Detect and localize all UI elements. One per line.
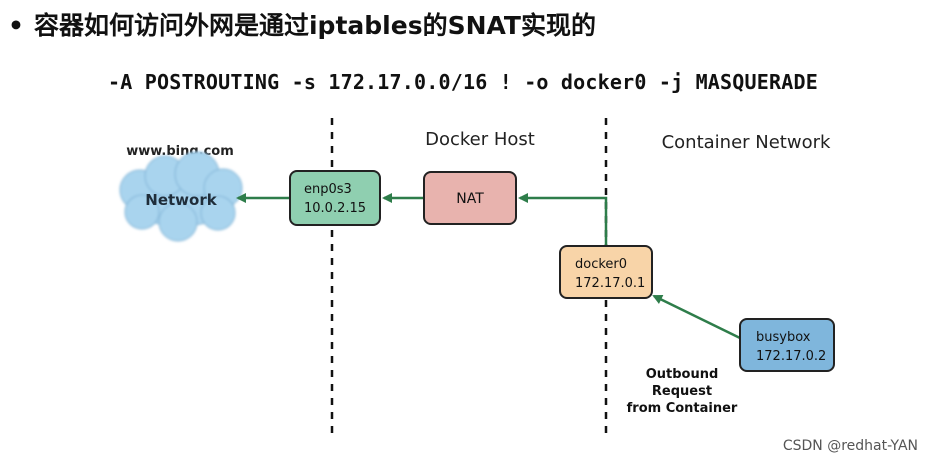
bullet: • xyxy=(8,11,24,40)
node-nat: NAT xyxy=(423,171,517,225)
iptables-command: -A POSTROUTING -s 172.17.0.0/16 ! -o doc… xyxy=(108,70,818,94)
watermark: CSDN @redhat-YAN xyxy=(782,438,918,454)
outbound-request-label: Outbound Request from Container xyxy=(627,367,738,416)
docker0-ip: 172.17.0.1 xyxy=(575,276,645,291)
container-network-label: Container Network xyxy=(662,132,831,153)
outbound-line-3: from Container xyxy=(627,401,738,416)
docker-host-label: Docker Host xyxy=(425,129,535,150)
arrow-docker0-to-nat xyxy=(518,193,608,246)
enp0s3-name: enp0s3 xyxy=(304,182,352,197)
busybox-name: busybox xyxy=(756,330,811,345)
docker0-name: docker0 xyxy=(575,257,627,272)
arrow-busybox-to-docker0 xyxy=(652,294,741,340)
network-cloud-icon: Network xyxy=(119,151,243,242)
arrows xyxy=(236,193,741,340)
site-label: www.bing.com xyxy=(126,144,234,159)
slide-title: • 容器如何访问外网是通过iptables的SNAT实现的 xyxy=(8,6,596,42)
nat-name: NAT xyxy=(456,191,484,207)
node-enp0s3: enp0s3 10.0.2.15 xyxy=(289,170,381,226)
outbound-line-1: Outbound xyxy=(646,367,719,382)
busybox-ip: 172.17.0.2 xyxy=(756,349,826,364)
node-busybox: busybox 172.17.0.2 xyxy=(739,318,835,372)
node-docker0: docker0 172.17.0.1 xyxy=(559,245,653,299)
enp0s3-ip: 10.0.2.15 xyxy=(304,201,366,216)
title-text: 容器如何访问外网是通过iptables的SNAT实现的 xyxy=(33,11,596,40)
cloud-label: Network xyxy=(145,191,217,209)
outbound-line-2: Request xyxy=(652,384,712,399)
